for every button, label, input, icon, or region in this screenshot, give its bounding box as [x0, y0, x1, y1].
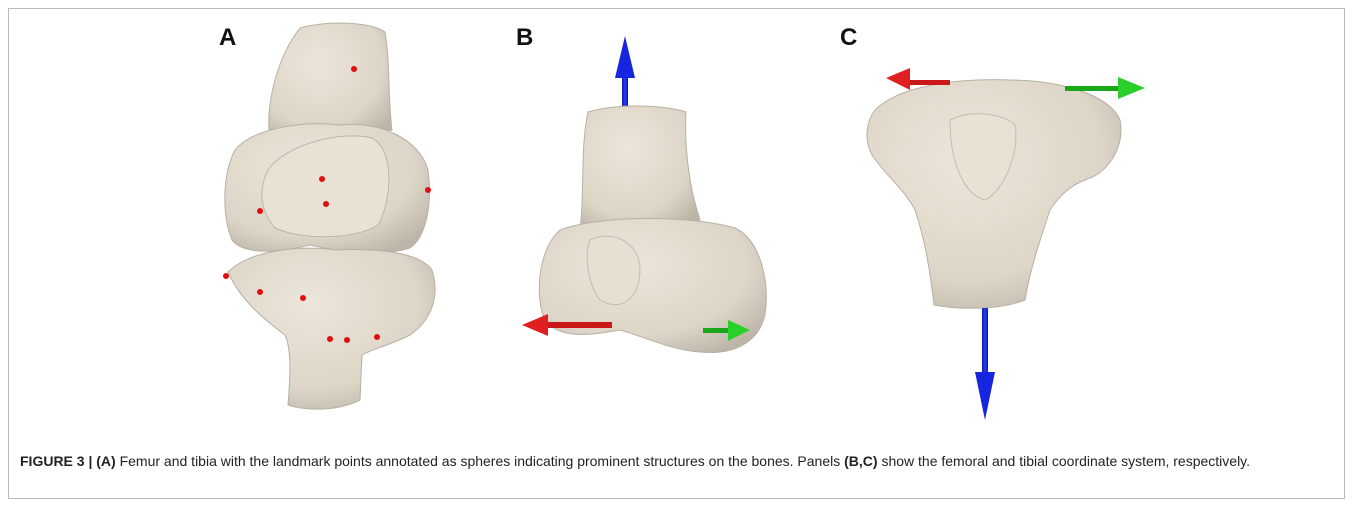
femur-shaft — [269, 23, 392, 140]
panel-c-tibia — [867, 68, 1145, 420]
landmark-point — [374, 334, 380, 340]
panel-b-femur — [522, 36, 766, 353]
landmark-point — [257, 289, 263, 295]
landmark-point — [351, 66, 357, 72]
landmark-point — [319, 176, 325, 182]
caption-ref-bc: (B,C) — [844, 453, 877, 469]
landmark-point — [425, 187, 431, 193]
caption-text-1: Femur and tibia with the landmark points… — [116, 453, 844, 469]
axis-x-arrowhead — [886, 68, 910, 90]
axis-x-arrowhead — [522, 314, 548, 336]
landmark-point — [327, 336, 333, 342]
axis-z-arrowhead — [975, 372, 995, 420]
axis-x-shaft — [905, 80, 950, 85]
landmark-point — [300, 295, 306, 301]
panel-a-bones — [223, 23, 435, 409]
panel-b-label: B — [516, 24, 533, 52]
axis-y-arrowhead — [1118, 77, 1145, 99]
tibia-plateau — [228, 248, 435, 409]
landmark-point — [344, 337, 350, 343]
caption-ref-a: (A) — [96, 453, 115, 469]
axis-z-shaft — [982, 308, 988, 378]
axis-z-arrowhead — [615, 36, 635, 78]
landmark-point — [323, 201, 329, 207]
landmark-point — [257, 208, 263, 214]
panel-c-label: C — [840, 24, 857, 52]
axis-x-shaft — [542, 322, 612, 328]
landmark-point — [223, 273, 229, 279]
figure-caption: FIGURE 3 | (A) Femur and tibia with the … — [20, 450, 1320, 472]
panel-a-label: A — [219, 24, 236, 52]
figure-illustration — [0, 0, 1355, 440]
caption-figure-label: FIGURE 3 | — [20, 453, 92, 469]
femur-shaft — [580, 106, 700, 230]
caption-text-2: show the femoral and tibial coordinate s… — [878, 453, 1250, 469]
axis-y-shaft — [1065, 86, 1120, 91]
